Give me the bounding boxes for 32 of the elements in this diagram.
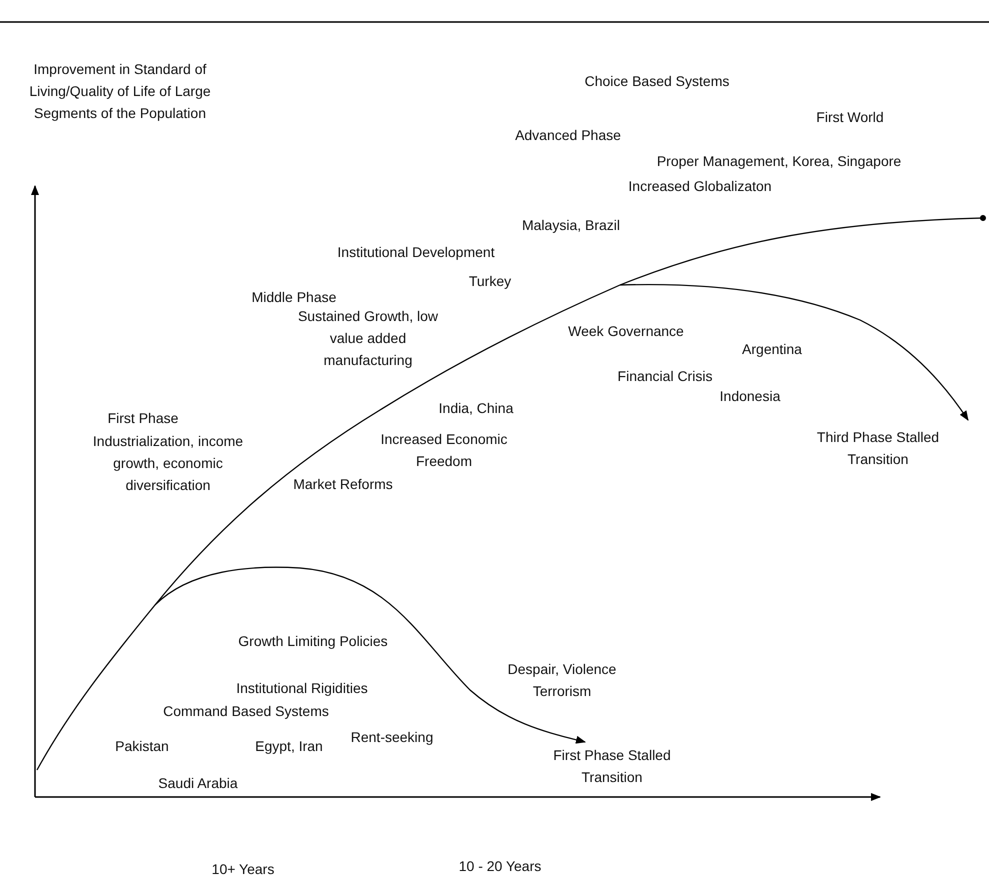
annotation-text: Command Based Systems [162,702,330,721]
annotation-text: Proper Management, Korea, Singapore [656,152,902,171]
annotation-text: Rent-seeking [350,728,434,747]
annotation-text: Sustained Growth, low value added manufacturing [296,307,440,370]
annotation-text: Market Reforms [292,475,394,494]
annotation-text: Third Phase Stalled Transition [816,428,940,469]
annotation-text: Indonesia [718,387,782,406]
annotation-text: Growth Limiting Policies [237,632,389,651]
axis-label: 10 - 20 Years [458,857,542,875]
annotation-text: Financial Crisis [616,367,714,386]
annotation-text: Egypt, Iran [254,737,324,756]
annotation-text: Malaysia, Brazil [520,216,622,235]
annotation-text: Increased Globalizaton [627,177,773,196]
annotation-text: Middle Phase [250,288,338,307]
annotation-text: Advanced Phase [514,126,622,145]
annotation-text: Increased Economic Freedom [380,430,508,471]
axis-title: Improvement in Standard of Living/Quality of Life of Large Segments of the Population [28,60,212,123]
axis-label: 10+ Years [210,860,276,875]
annotation-text: Institutional Development [336,243,496,262]
annotation-text: Saudi Arabia [157,774,239,793]
annotation-text: Argentina [741,340,803,359]
annotation-text: First World [815,108,885,127]
annotation-text: Industrialization, income growth, economic diversification [92,432,244,495]
annotation-text: Week Governance [567,322,685,341]
annotation-text: Pakistan [114,737,170,756]
annotation-text: Choice Based Systems [584,72,730,91]
annotation-text: First Phase Stalled Transition [552,746,672,787]
annotation-text: Turkey [468,272,512,291]
annotation-text: India, China [438,399,514,418]
annotation-text: First Phase [106,409,180,428]
annotation-text: Despair, Violence Terrorism [506,660,618,701]
annotation-text: Institutional Rigidities [235,679,369,698]
